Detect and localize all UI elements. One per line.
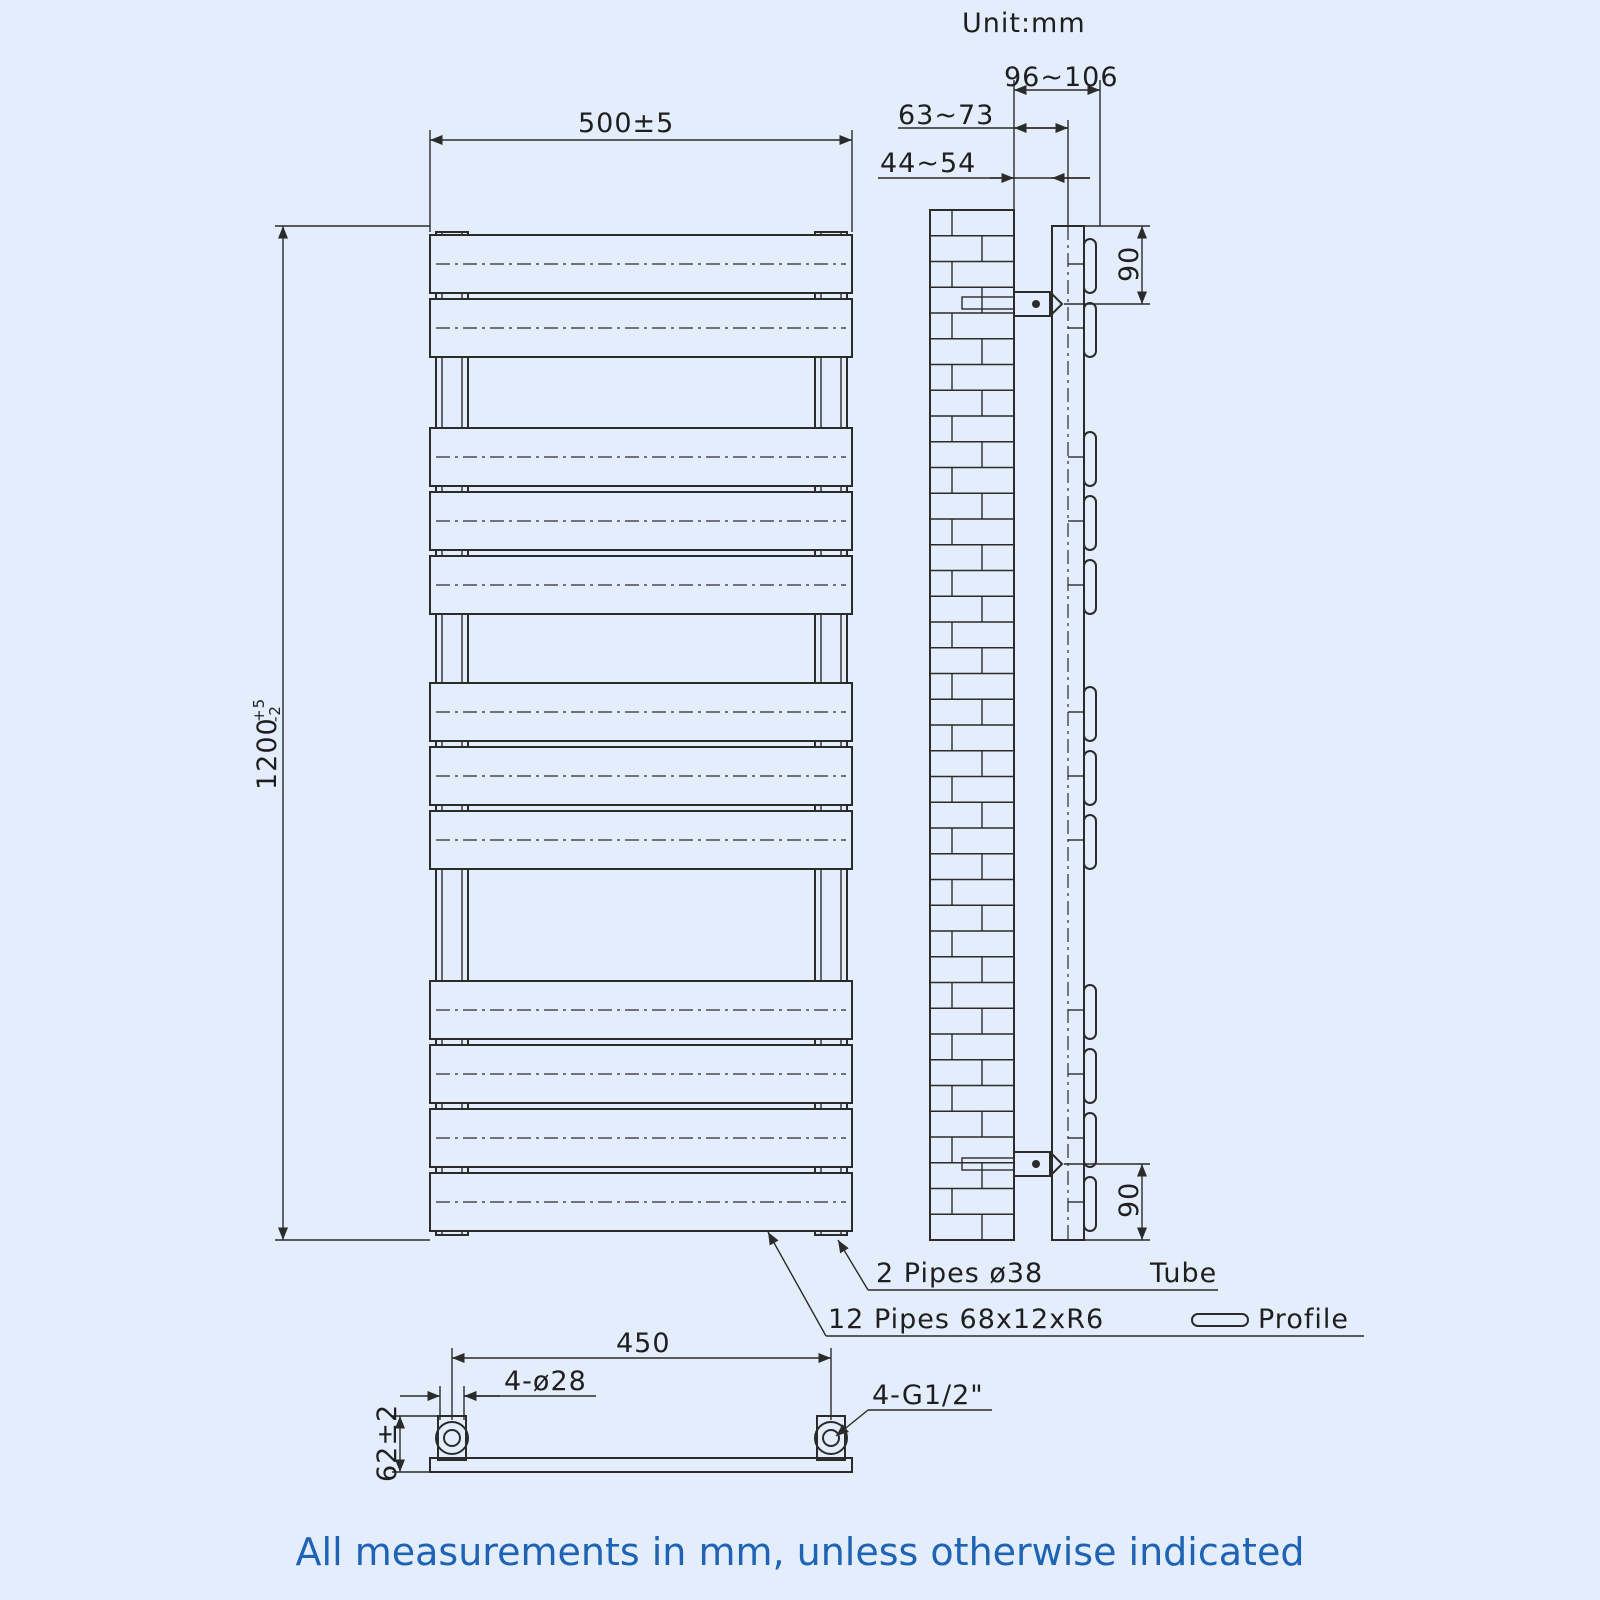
depth-wall-label: 44~54 (880, 148, 976, 179)
valve-left (435, 1415, 469, 1461)
side-profile-2 (1083, 302, 1097, 358)
side-profile-11 (1083, 1112, 1097, 1168)
height-tolerance-upper: +5 (250, 698, 268, 722)
width-dimension: 500±5 (429, 108, 853, 232)
bracket-bottom-dimension: 90 (1064, 1163, 1150, 1241)
tube-type-label: Tube (1149, 1258, 1217, 1289)
side-profile-4 (1083, 495, 1097, 551)
wall-bracket-bottom (961, 1151, 1064, 1177)
bracket-top-dimension: 90 (1064, 225, 1150, 305)
centers-label: 450 (616, 1328, 671, 1359)
height-dimension: 1200 +5 -2 (250, 225, 430, 1241)
horizontal-bars (429, 234, 853, 1232)
side-pipe (1051, 225, 1085, 1241)
depth-dimensions: 96~106 63~73 44~54 (878, 62, 1119, 226)
front-view: 500±5 1200 +5 -2 (250, 108, 853, 1241)
side-profile-10 (1083, 1048, 1097, 1104)
brick-wall (929, 209, 1015, 1241)
width-label: 500±5 (578, 108, 674, 139)
hole-label: 4-ø28 (504, 1366, 587, 1397)
unit-label: Unit:mm (962, 8, 1086, 39)
side-profile-3 (1083, 431, 1097, 487)
bracket-bottom-label: 90 (1114, 1182, 1145, 1218)
profile-shape-icon (1191, 1313, 1249, 1327)
side-profile-6 (1083, 686, 1097, 742)
side-profile-9 (1083, 984, 1097, 1040)
side-profile-5 (1083, 559, 1097, 615)
side-profile-7 (1083, 750, 1097, 806)
height-tolerance-lower: -2 (266, 705, 284, 722)
side-profile-8 (1083, 814, 1097, 870)
valve-right (814, 1415, 848, 1461)
tube-callout-label: 2 Pipes ø38 (876, 1258, 1043, 1289)
side-view: 96~106 63~73 44~54 90 90 (878, 62, 1150, 1241)
side-bar-profiles (1068, 238, 1097, 1232)
profile-type-label: Profile (1258, 1304, 1349, 1335)
callouts: 2 Pipes ø38 Tube 12 Pipes 68x12xR6 Profi… (767, 1231, 1364, 1337)
side-profile-1 (1083, 238, 1097, 294)
bracket-top-label: 90 (1114, 246, 1145, 282)
offset-label: 62±2 (372, 1404, 403, 1482)
side-profile-12 (1083, 1176, 1097, 1232)
height-label: 1200 (252, 717, 283, 790)
wall-bracket-top (961, 291, 1064, 317)
profile-callout-label: 12 Pipes 68x12xR6 (828, 1304, 1104, 1335)
footer-note: All measurements in mm, unless otherwise… (295, 1530, 1305, 1574)
depth-total-label: 96~106 (1004, 62, 1119, 93)
bottom-view: 450 4-ø28 4-G1/2" 62±2 (372, 1328, 992, 1482)
depth-mid-label: 63~73 (898, 100, 994, 131)
valve-label: 4-G1/2" (872, 1380, 984, 1411)
